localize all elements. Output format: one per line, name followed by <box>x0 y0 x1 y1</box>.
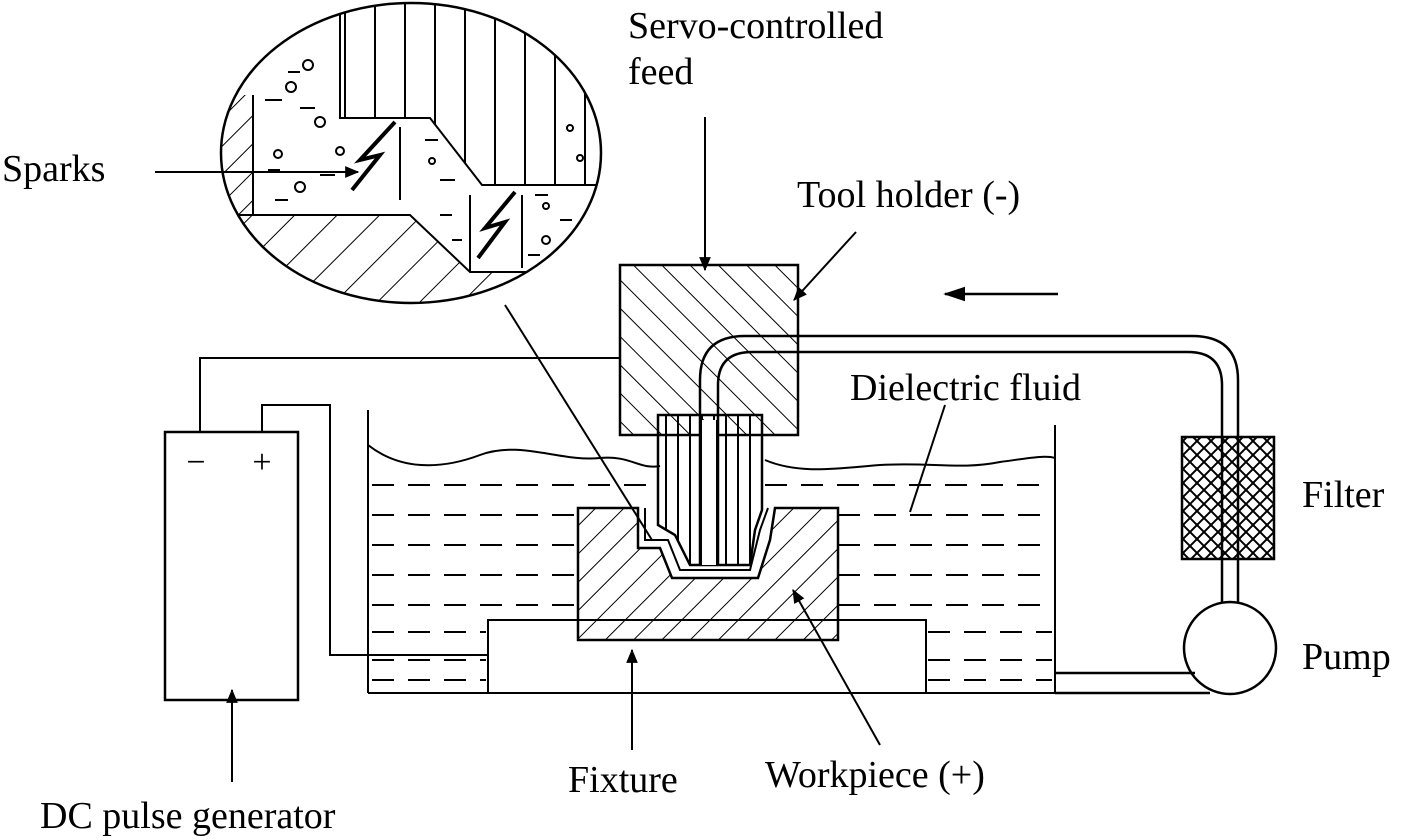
negative-lead-wire <box>199 357 620 432</box>
sparks-label: Sparks <box>2 148 105 190</box>
fluid-surface <box>367 444 1056 471</box>
positive-terminal-symbol: + <box>252 444 271 481</box>
fluid-dash-lines <box>372 484 1052 681</box>
dielectric-fluid-label: Dielectric fluid <box>850 367 1081 409</box>
dielectric-tank <box>367 410 1056 694</box>
spark-bolt-1 <box>350 120 397 192</box>
magnified-left-wall <box>221 95 253 215</box>
filter-label: Filter <box>1302 474 1385 516</box>
dielectric-leader <box>909 404 946 513</box>
dc-pulse-generator <box>163 430 300 702</box>
return-pipe <box>1055 671 1210 695</box>
negative-terminal-symbol: − <box>186 444 205 481</box>
pump-label: Pump <box>1302 636 1391 678</box>
fixture-label: Fixture <box>568 759 678 801</box>
tool-holder-arrow <box>793 231 857 301</box>
servo-feed-label-line1: Servo-controlled <box>628 5 883 47</box>
workpiece-cavity <box>644 507 769 571</box>
workpiece-arrow <box>792 588 881 746</box>
magnifier-leader-line <box>504 304 653 541</box>
servo-feed-label-line2: feed <box>628 51 693 93</box>
tool-holder-label: Tool holder (-) <box>797 174 1020 216</box>
dc-pulse-generator-label: DC pulse generator <box>40 795 336 837</box>
pump <box>1182 600 1278 696</box>
magnifier-circle <box>219 1 603 305</box>
positive-lead-wire <box>261 404 488 656</box>
workpiece-label: Workpiece (+) <box>765 754 985 796</box>
supply-pipe <box>698 334 1240 602</box>
dielectric-particles <box>265 59 584 256</box>
magnified-spark-gap-view <box>219 1 603 305</box>
filter <box>1180 435 1276 561</box>
magnified-workpiece <box>221 214 601 303</box>
workpiece <box>576 506 840 642</box>
spark-bolt-2 <box>476 190 517 260</box>
